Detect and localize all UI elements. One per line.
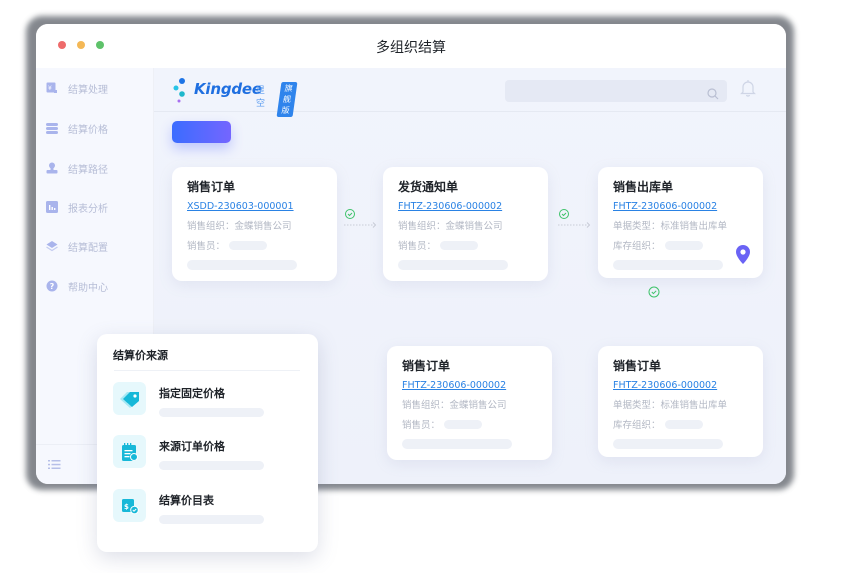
document-code-link[interactable]: FHTZ-230606-000002: [613, 380, 718, 391]
sidebar-item-settlement-config[interactable]: 结算配置: [46, 236, 108, 256]
window-title: 多组织结算: [376, 40, 446, 56]
sidebar-item-settlement-price[interactable]: 结算价格: [46, 118, 108, 138]
placeholder-bar: [159, 515, 264, 524]
bar-chart-icon: [46, 201, 58, 213]
check-circle-icon: [559, 209, 569, 219]
placeholder-bar: [159, 408, 264, 417]
window-controls: [58, 41, 104, 49]
bell-icon[interactable]: [740, 79, 756, 101]
sidebar-item-report-analysis[interactable]: 报表分析: [46, 197, 108, 217]
svg-text:¥: ¥: [48, 85, 52, 92]
check-circle-icon: [345, 209, 355, 219]
flow-card-sales-outbound[interactable]: 销售出库单 FHTZ-230606-000002 单据类型：标准销售出库单 库存…: [598, 167, 763, 278]
placeholder-bar: [613, 439, 723, 449]
placeholder-pill: [664, 240, 703, 250]
flow-card-sales-order-3[interactable]: 销售订单 FHTZ-230606-000002 单据类型：标准销售出库单 库存组…: [598, 346, 763, 457]
placeholder-pill: [664, 419, 703, 429]
layers-icon: [46, 240, 58, 252]
sidebar: ¥ 结算处理 结算价格 结算路径 报表分析 结算配置: [36, 68, 154, 484]
app-header: Kingdee 星空 旗舰版: [154, 68, 786, 117]
app-window: 多组织结算 ¥ 结算处理 结算价格 结算路径 报表分析: [36, 24, 786, 484]
list-icon[interactable]: [48, 455, 61, 474]
edition-badge: 旗舰版: [276, 82, 298, 117]
minimize-window-button[interactable]: [77, 41, 85, 49]
primary-action-button[interactable]: [172, 121, 231, 143]
divider: [114, 370, 300, 371]
database-stack-icon: [46, 122, 58, 134]
placeholder-bar: [402, 439, 512, 449]
flow-connector: [342, 208, 378, 238]
settlement-process-icon: ¥: [46, 82, 58, 94]
flow-connector: [556, 208, 592, 238]
document-code-link[interactable]: FHTZ-230606-000002: [613, 201, 718, 212]
document-code-link[interactable]: FHTZ-230606-000002: [398, 201, 503, 212]
search-input[interactable]: [505, 80, 727, 102]
help-circle-icon: ?: [46, 280, 58, 292]
svg-text:?: ?: [50, 282, 55, 291]
option-price-list[interactable]: $ 结算价目表: [113, 489, 264, 524]
price-source-panel: 结算价来源 指定固定价格 来源订单价格 $ 结算价目表: [97, 334, 318, 552]
sidebar-footer: [36, 444, 153, 484]
order-document-icon: [113, 435, 146, 468]
sidebar-item-settlement-process[interactable]: ¥ 结算处理: [46, 78, 108, 98]
placeholder-pill: [440, 240, 479, 250]
search-icon[interactable]: [707, 85, 719, 104]
placeholder-bar: [398, 260, 508, 270]
flow-card-sales-order-2[interactable]: 销售订单 FHTZ-230606-000002 销售组织：金蝶销售公司 销售员：: [387, 346, 552, 460]
main-content: Kingdee 星空 旗舰版 销售订单 XSDD-230603-000001 销…: [154, 68, 786, 484]
location-pin-icon[interactable]: [735, 244, 751, 270]
placeholder-bar: [187, 260, 297, 270]
price-tag-icon: [113, 382, 146, 415]
document-code-link[interactable]: XSDD-230603-000001: [187, 201, 294, 212]
option-source-order-price[interactable]: 来源订单价格: [113, 435, 264, 470]
close-window-button[interactable]: [58, 41, 66, 49]
document-code-link[interactable]: FHTZ-230606-000002: [402, 380, 507, 391]
sidebar-item-help-center[interactable]: ? 帮助中心: [46, 276, 108, 296]
stamp-icon: [46, 162, 58, 174]
placeholder-pill: [444, 419, 483, 429]
placeholder-pill: [229, 240, 268, 250]
price-list-icon: $: [113, 489, 146, 522]
flow-card-sales-order[interactable]: 销售订单 XSDD-230603-000001 销售组织：金蝶销售公司 销售员：: [172, 167, 337, 281]
svg-text:$: $: [124, 503, 129, 511]
placeholder-bar: [613, 260, 723, 270]
sidebar-item-settlement-path[interactable]: 结算路径: [46, 158, 108, 178]
flow-card-delivery-notice[interactable]: 发货通知单 FHTZ-230606-000002 销售组织：金蝶销售公司 销售员…: [383, 167, 548, 281]
check-circle-icon: [647, 284, 661, 303]
maximize-window-button[interactable]: [96, 41, 104, 49]
option-fixed-price[interactable]: 指定固定价格: [113, 382, 264, 417]
title-bar: 多组织结算: [36, 24, 786, 68]
kingdee-dots-icon: [173, 78, 185, 103]
placeholder-bar: [159, 461, 264, 470]
